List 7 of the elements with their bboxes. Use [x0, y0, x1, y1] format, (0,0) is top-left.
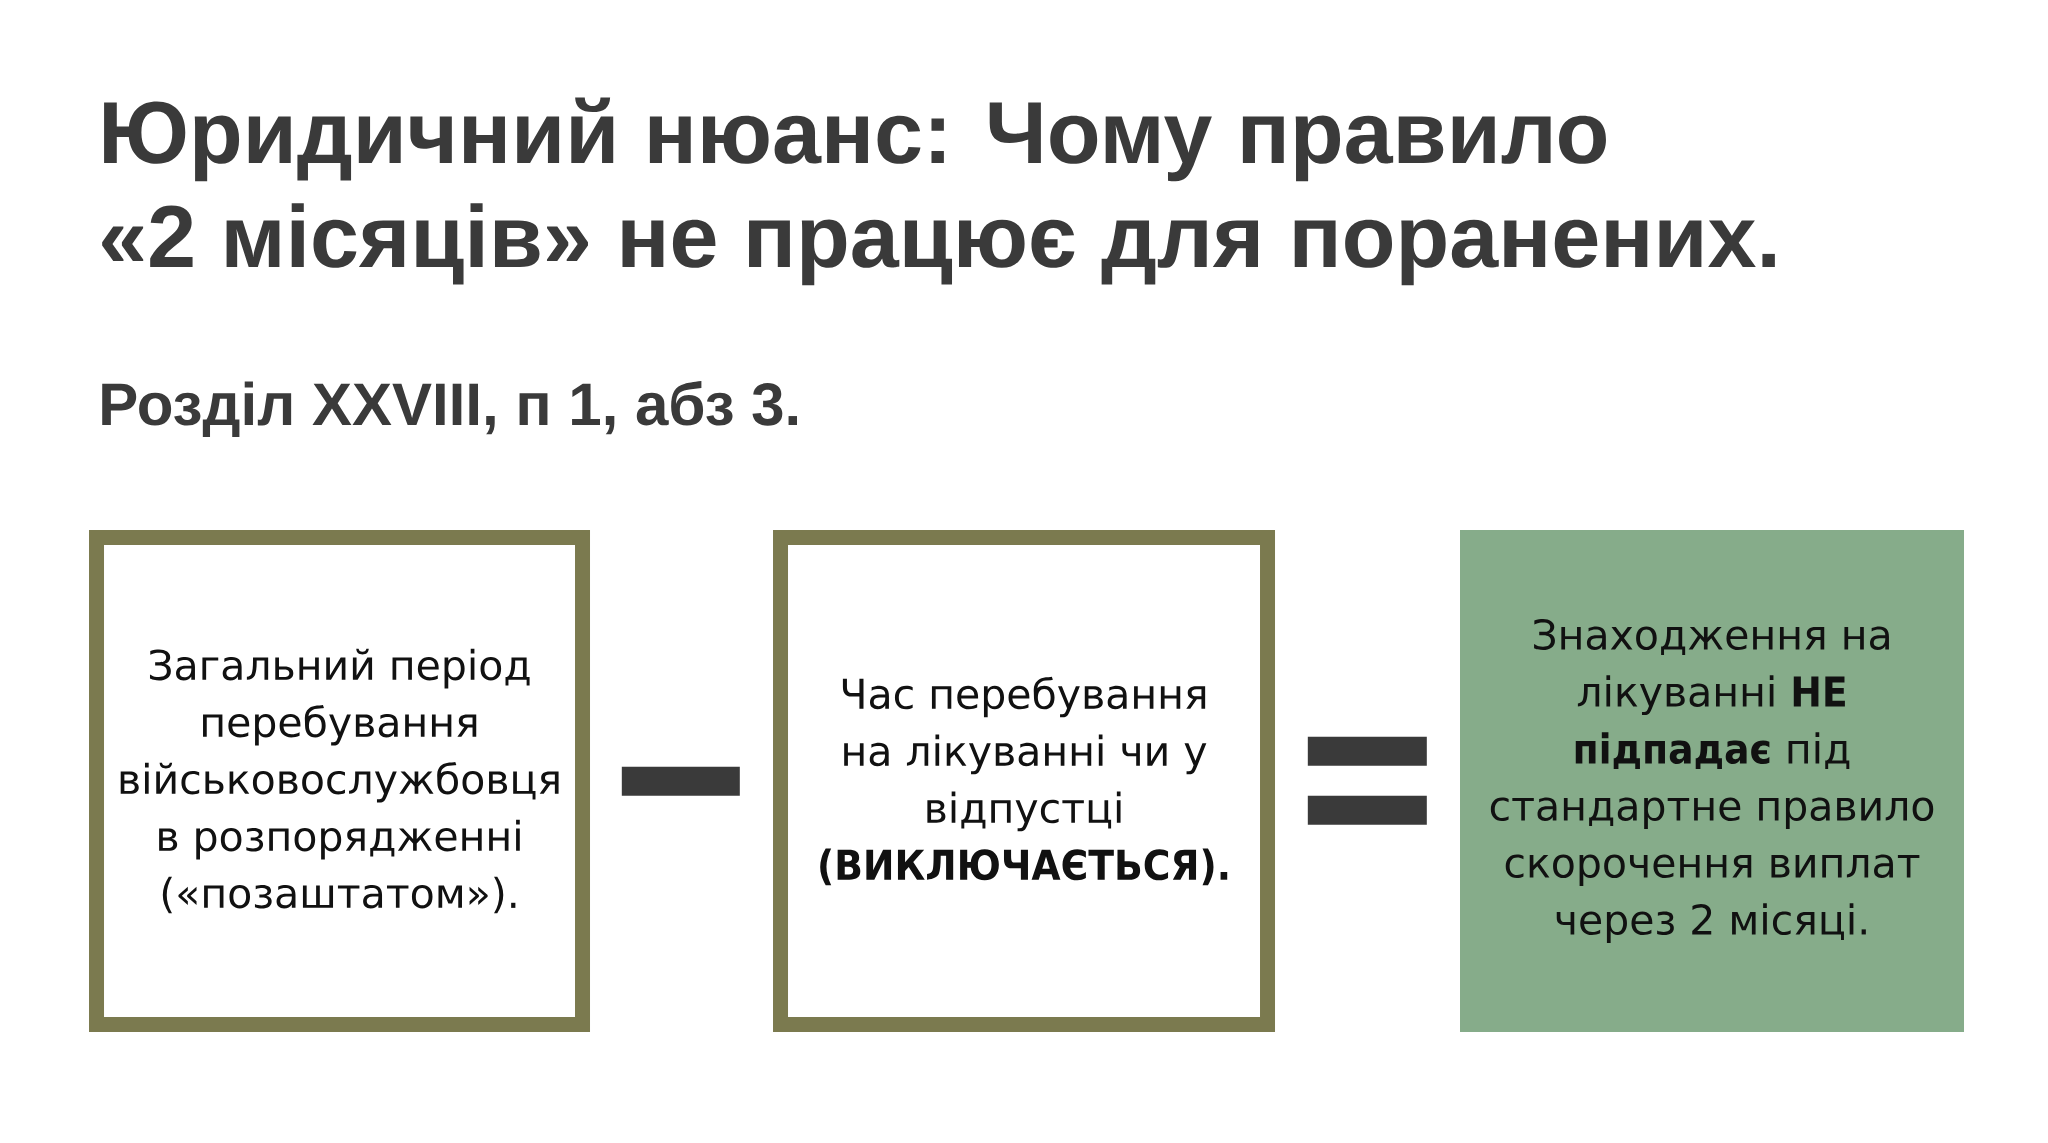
outlined-box: Загальний період перебування військовослужбовця в розпорядженні («позаштатом»).: [89, 530, 590, 1032]
equals-sign: [1307, 736, 1427, 825]
minus-sign: [621, 766, 740, 796]
title: Юридичний нюанс: Чому правило «2 місяців» не працює для поранених.: [102, 97, 1775, 286]
subtitle: Розділ XXVIII, п 1, абз 3.: [102, 381, 798, 437]
outlined-box: Час перебування на лікуванні чи у відпустці (ВИКЛЮЧАЄТЬСЯ).: [773, 530, 1275, 1032]
highlight-box: Знаходження на лікуванні НЕ підпадає під стандартне правило скорочення виплат через 2 місяці.: [1460, 530, 1964, 1032]
